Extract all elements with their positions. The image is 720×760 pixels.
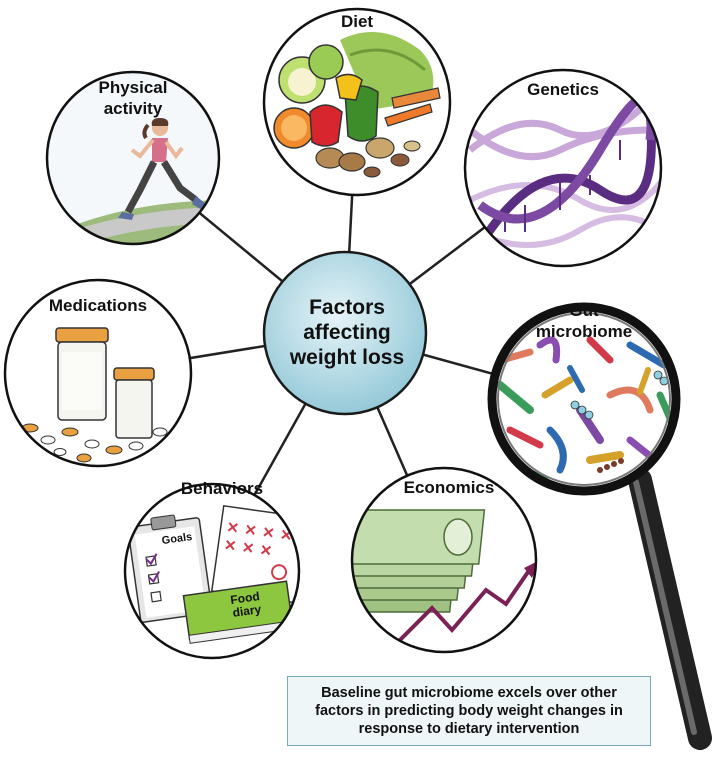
gut-microbiome-label-line-2: microbiome bbox=[535, 322, 633, 341]
behaviors-node bbox=[123, 482, 301, 660]
genetics-label: Genetics bbox=[527, 80, 599, 99]
gut-microbiome-label: Gut microbiome bbox=[524, 300, 644, 342]
medications-node bbox=[3, 278, 193, 468]
magnifier-handle bbox=[628, 468, 712, 750]
behaviors-illustration bbox=[127, 504, 299, 644]
physical-activity-label-line-1: Physical bbox=[98, 78, 168, 97]
money-illustration bbox=[352, 509, 536, 642]
economics-node bbox=[350, 466, 538, 654]
physical-activity-label: Physical activity bbox=[73, 77, 193, 119]
pill-bottles-illustration bbox=[21, 327, 168, 463]
caption-text: Baseline gut microbiome excels over othe… bbox=[315, 685, 623, 737]
diet-node bbox=[262, 7, 452, 197]
gut-microbiome-label-line-1: Gut bbox=[569, 301, 599, 320]
physical-activity-label-line-2: activity bbox=[103, 99, 163, 118]
hub-label-line-3: weight loss bbox=[289, 346, 405, 369]
magnifier-rim bbox=[487, 302, 681, 496]
gut-microbiome-node bbox=[487, 302, 712, 750]
medications-label: Medications bbox=[48, 296, 148, 315]
economics-label: Economics bbox=[403, 478, 495, 497]
hub-circle bbox=[262, 250, 428, 416]
food-illustration bbox=[273, 32, 441, 178]
behaviors-label: Behaviors bbox=[180, 479, 264, 498]
diet-label: Diet bbox=[340, 12, 374, 31]
hub-label: Factors affecting weight loss bbox=[272, 295, 422, 370]
hub-label-line-1: Factors bbox=[309, 296, 385, 319]
hub-label-line-2: affecting bbox=[303, 321, 391, 344]
caption-box: Baseline gut microbiome excels over othe… bbox=[287, 676, 651, 746]
